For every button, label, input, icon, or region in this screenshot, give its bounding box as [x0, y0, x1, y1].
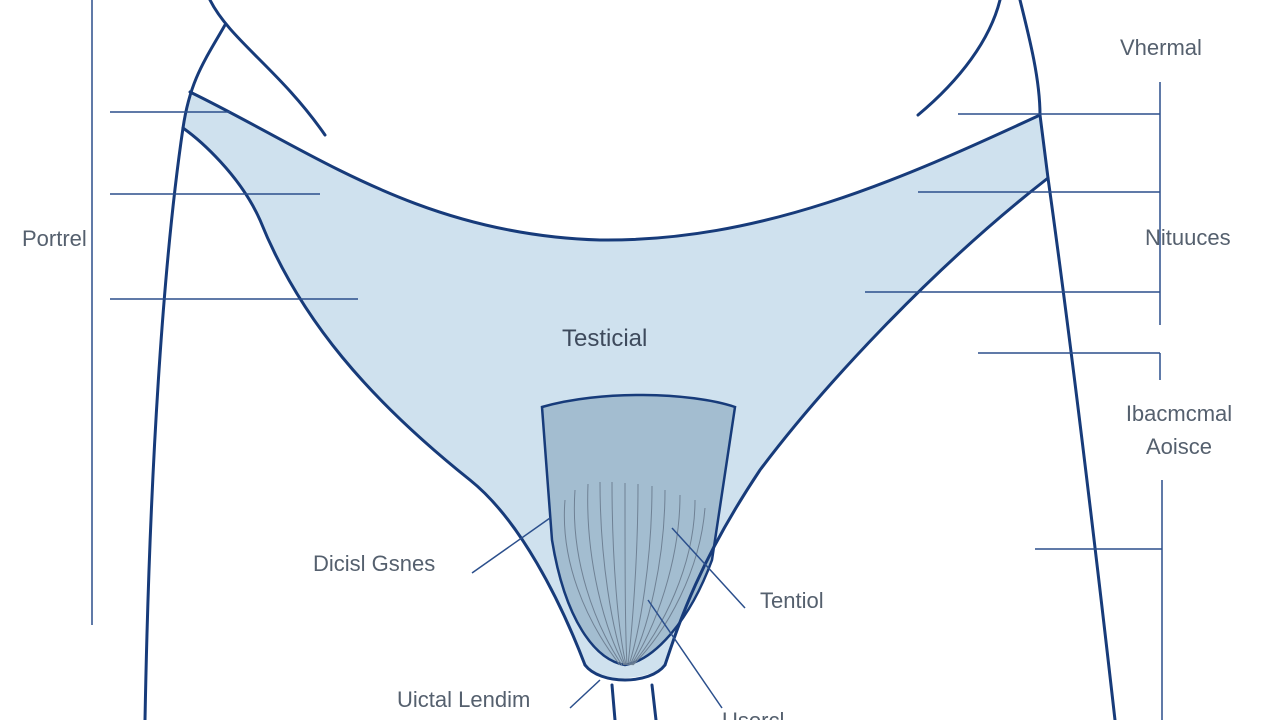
body-outline — [143, 0, 1117, 720]
label-mid-right: Nituuces — [1145, 225, 1231, 250]
leader-lines — [91, 0, 1163, 720]
label-bottom-cut: Usorcl — [722, 708, 784, 720]
label-center: Testicial — [562, 325, 648, 352]
striations — [563, 481, 706, 666]
label-bottom: Uictal Lendim — [397, 687, 531, 712]
label-top-right: Vhermal — [1120, 35, 1202, 60]
pelvic-region-fill — [183, 92, 1048, 679]
label-right-lower: Tentiol — [760, 588, 824, 613]
label-lower-right-line2: Aoisce — [1145, 434, 1213, 459]
label-lower-right-line1: Ibacmcmal — [1125, 401, 1233, 426]
label-left: Portrel — [22, 226, 87, 251]
label-left-lower: Dicisl Gsnes — [313, 551, 436, 576]
